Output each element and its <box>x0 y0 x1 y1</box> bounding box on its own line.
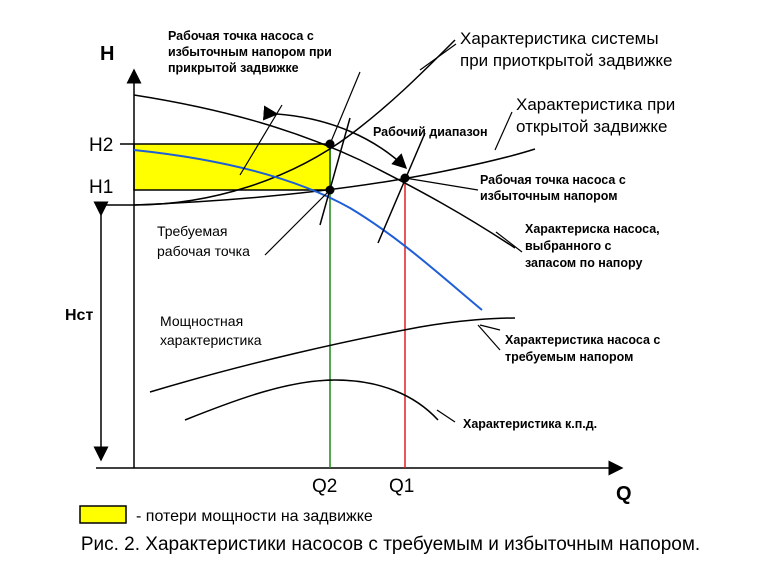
leader-required-pump <box>477 324 501 351</box>
working-range-label: Рабочий диапазон <box>373 125 488 139</box>
q1-tick-label: Q1 <box>389 476 414 497</box>
figure-caption: Рис. 2. Характеристики насосов с требуем… <box>80 534 701 555</box>
required-pump-curve <box>133 149 483 311</box>
legend-swatch <box>79 505 127 524</box>
leader-selected-pump <box>495 231 523 253</box>
pump-characteristics-diagram: H Q H2 H1 Q2 Q1 Нст Рабочая точка насоса… <box>65 29 680 525</box>
q2-cross-mark <box>319 117 351 226</box>
power-loss-area <box>133 143 331 191</box>
leader-excess-point-closed <box>329 71 361 145</box>
y-axis-label: H <box>100 43 114 65</box>
system-half-open-label: Характеристика системы при приоткрытой з… <box>460 29 672 70</box>
h1-tick-label: H1 <box>89 177 113 198</box>
efficiency-curve-label: Характеристика к.п.д. <box>463 417 597 431</box>
h2-tick-label: H2 <box>89 135 113 156</box>
leader-power-curve <box>479 324 501 331</box>
static-head-label: Нст <box>65 307 93 324</box>
q2-tick-label: Q2 <box>312 476 337 497</box>
power-curve-label: Мощностная характеристика <box>160 313 262 348</box>
leader-system-open <box>494 111 513 151</box>
working-range-arrow <box>262 105 408 170</box>
required-point-label: Требуемая рабочая точка <box>157 223 250 259</box>
legend-text: - потери мощности на задвижке <box>136 508 373 525</box>
system-open-label: Характеристика при открытой задвижке <box>516 95 680 136</box>
excess-point-closed-label: Рабочая точка насоса с избыточным напоро… <box>168 29 335 75</box>
leader-excess-point <box>404 177 479 191</box>
efficiency-curve <box>184 379 439 421</box>
x-axis-label: Q <box>616 483 632 505</box>
leader-required-point <box>264 189 331 256</box>
leader-loss-area <box>239 104 283 176</box>
excess-point-label: Рабочая точка насоса с избыточным напоро… <box>480 173 629 203</box>
required-pump-label: Характеристика насоса с требуемым напоро… <box>505 333 664 364</box>
leader-system-half-open <box>419 43 457 71</box>
q1-cross-mark <box>377 132 426 244</box>
selected-pump-label: Характериска насоса, выбранного с запасо… <box>525 222 663 270</box>
power-curve <box>149 317 516 393</box>
leader-efficiency-curve <box>436 409 456 423</box>
